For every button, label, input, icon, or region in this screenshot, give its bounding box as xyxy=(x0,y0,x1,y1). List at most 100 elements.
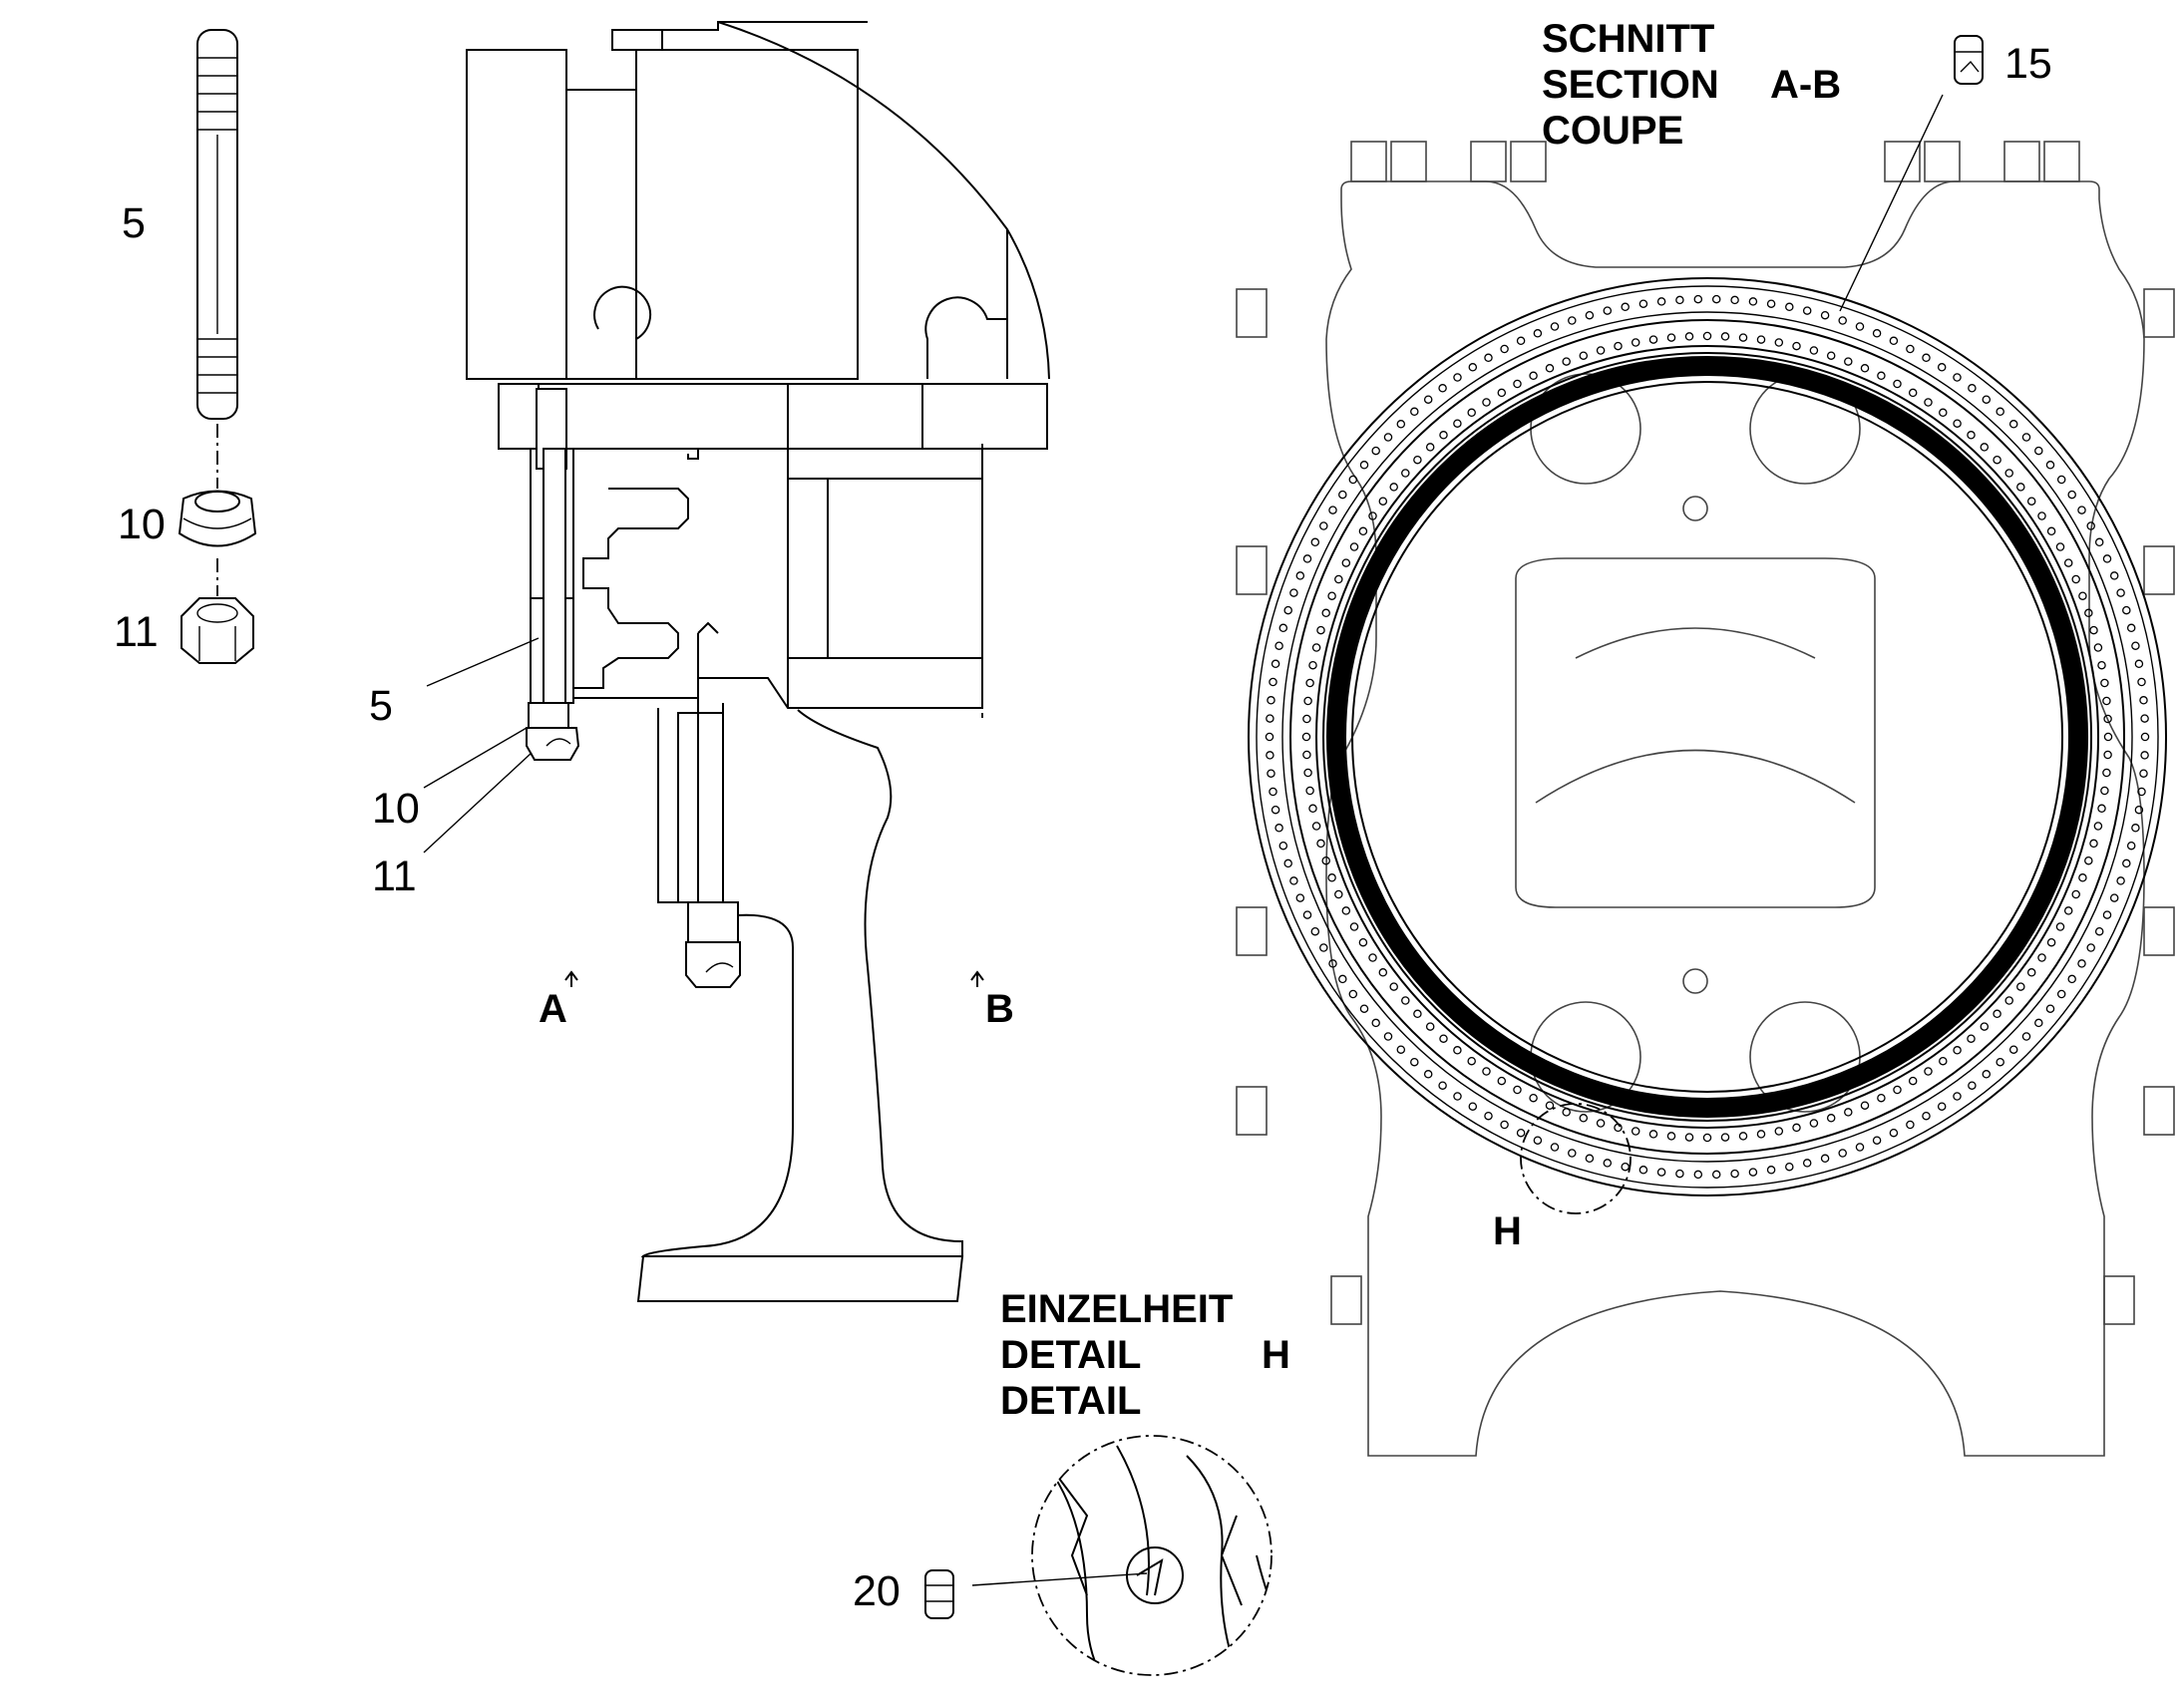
bolt-hole xyxy=(1401,469,1410,478)
bolt-hole xyxy=(1389,982,1398,991)
bolt-hole xyxy=(1289,588,1298,597)
bolt-hole xyxy=(1877,1093,1886,1103)
bolt-hole xyxy=(1283,605,1292,615)
bolt-hole xyxy=(1877,371,1886,381)
bolt-hole xyxy=(2089,839,2098,849)
bolt-hole xyxy=(1838,1149,1847,1158)
bolt-hole xyxy=(2109,571,2119,580)
bolt-hole xyxy=(1693,1170,1703,1180)
bolt-hole xyxy=(2055,922,2065,931)
bolt-hole xyxy=(1389,483,1398,492)
bolt-hole xyxy=(1756,1130,1766,1139)
bolt-hole xyxy=(1425,1022,1435,1031)
bolt-hole xyxy=(1267,769,1275,778)
bolt-circle-outer xyxy=(1265,294,2150,1180)
bolt-hole xyxy=(2122,858,2131,868)
bolt-hole xyxy=(2126,623,2136,633)
bolt-hole xyxy=(2102,696,2111,706)
bolt-hole xyxy=(1453,1046,1462,1055)
bolt-hole xyxy=(1908,1076,1918,1086)
bolt-hole xyxy=(1982,395,1992,404)
callout-stud-top: 5 xyxy=(122,199,146,247)
bolt-hole xyxy=(2004,996,2013,1005)
bolt-hole xyxy=(1908,388,1918,398)
bolt-hole xyxy=(1855,322,1865,331)
bolt-hole xyxy=(1766,299,1776,308)
bolt-hole xyxy=(1774,1127,1784,1136)
bolt-hole xyxy=(1738,1132,1748,1141)
bolt-hole xyxy=(2078,873,2087,882)
bolt-hole xyxy=(1860,1101,1870,1110)
bolt-hole xyxy=(2045,461,2055,470)
bolt-hole xyxy=(2097,804,2106,814)
bolt-hole xyxy=(2140,751,2149,760)
bolt-hole xyxy=(1893,1085,1902,1095)
bolt-hole xyxy=(1906,344,1915,354)
bolt-hole xyxy=(1693,294,1703,304)
detail-h-view xyxy=(924,1435,1272,1676)
bolt-hole xyxy=(1278,623,1288,633)
bolt-hole xyxy=(1720,1133,1730,1142)
bolt-hole xyxy=(1529,1093,1538,1103)
bolt-hole xyxy=(1383,1032,1393,1041)
callout-plug-detail: 20 xyxy=(853,1567,901,1615)
svg-text:DETAIL: DETAIL xyxy=(1000,1379,1141,1423)
bolt-hole xyxy=(2137,677,2146,687)
bolt-hole xyxy=(1968,1081,1977,1090)
bolt-hole xyxy=(1893,379,1902,389)
bolt-hole xyxy=(1468,1102,1478,1111)
bolt-hole xyxy=(1302,554,1312,563)
bolt-hole xyxy=(1937,1102,1947,1111)
bolt-hole xyxy=(1585,310,1595,320)
bolt-hole xyxy=(1308,660,1317,670)
bolt-hole xyxy=(2134,659,2144,669)
bolt-hole xyxy=(2126,841,2136,851)
bolt-hole xyxy=(1349,542,1359,551)
bolt-hole xyxy=(1439,431,1448,440)
bolt-hole xyxy=(2046,937,2056,947)
bolt-hole xyxy=(1711,294,1721,304)
callout-plug-ring: 15 xyxy=(2004,40,2052,88)
bolt-hole xyxy=(1638,299,1648,308)
bolt-hole xyxy=(1802,1159,1812,1168)
bolt-hole xyxy=(1785,302,1794,312)
bolt-hole xyxy=(1338,490,1347,500)
bolt-hole xyxy=(2140,714,2149,723)
callout-washer-assembly: 10 xyxy=(372,785,420,833)
bolt-hole xyxy=(1341,558,1351,567)
bolt-hole xyxy=(1980,443,1990,452)
bolt-hole xyxy=(2037,953,2046,962)
bolt-hole xyxy=(1675,295,1684,305)
bolt-hole xyxy=(1774,338,1784,347)
bolt-hole xyxy=(1482,1067,1491,1076)
bolt-hole xyxy=(2067,974,2076,984)
bolt-hole xyxy=(1368,512,1377,520)
bolt-hole xyxy=(1453,1092,1462,1101)
bolt-hole xyxy=(2103,750,2112,760)
bolt-hole xyxy=(2077,506,2086,514)
bolt-hole xyxy=(2116,876,2125,885)
bolt-hole xyxy=(2102,910,2112,919)
bolt-hole xyxy=(1303,696,1312,706)
bolt-hole xyxy=(2086,521,2095,530)
bolt-hole xyxy=(2063,558,2073,567)
bolt-hole xyxy=(1383,433,1393,442)
bolt-hole xyxy=(1953,373,1962,382)
bolt-hole xyxy=(1319,943,1328,952)
bolt-hole xyxy=(1785,1162,1794,1172)
section-title: SCHNITT SECTION COUPE A-B xyxy=(1542,17,1841,153)
bolt-hole xyxy=(1321,608,1330,618)
bolt-hole xyxy=(1603,306,1613,315)
bolt-hole xyxy=(1939,1056,1948,1066)
bolt-hole xyxy=(1425,443,1435,452)
bolt-hole xyxy=(2086,943,2095,952)
bolt-hole xyxy=(1271,805,1280,815)
bolt-hole xyxy=(2045,1004,2055,1013)
bolt-hole xyxy=(2077,959,2086,968)
bolt-hole xyxy=(1302,910,1312,919)
bolt-hole xyxy=(1516,336,1526,346)
bolt-hole xyxy=(1310,537,1320,547)
svg-text:A-B: A-B xyxy=(1770,63,1841,107)
bolt-hole xyxy=(1568,316,1577,325)
bolt-hole xyxy=(1266,714,1274,723)
